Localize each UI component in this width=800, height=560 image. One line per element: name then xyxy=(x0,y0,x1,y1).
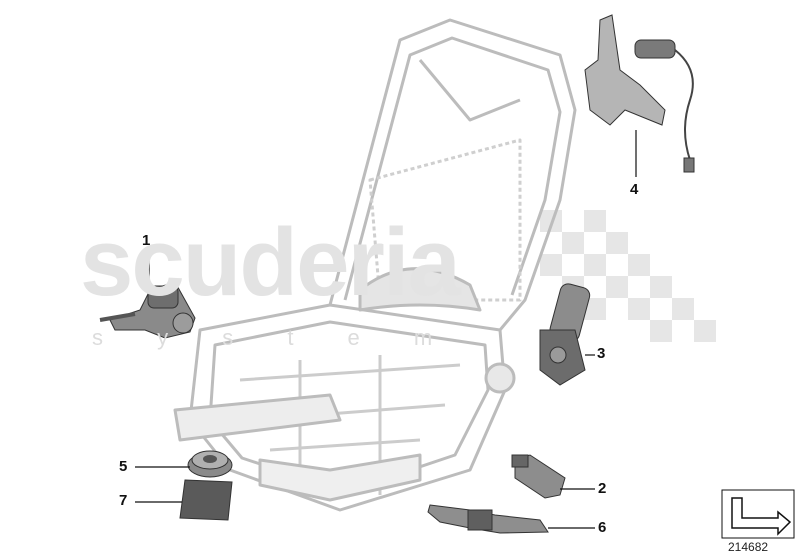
part-2-motor xyxy=(511,454,566,499)
watermark-checker-flag xyxy=(540,210,716,342)
part-3-gear-motor xyxy=(539,283,591,386)
part-4-bracket-motor xyxy=(584,14,695,173)
callout-6[interactable]: 6 xyxy=(598,519,607,536)
watermark-subtitle: s y s t e m xyxy=(92,325,457,350)
callout-7[interactable]: 7 xyxy=(119,492,128,509)
part-1-adjustment-motor xyxy=(99,281,196,339)
seat-frame xyxy=(173,18,577,512)
callout-4[interactable]: 4 xyxy=(630,181,639,198)
callout-1[interactable]: 1 xyxy=(142,232,151,249)
callout-5[interactable]: 5 xyxy=(119,458,128,475)
diagram-id: 214682 xyxy=(728,540,769,554)
orientation-arrow-icon xyxy=(731,497,792,536)
part-6-drive-unit xyxy=(427,504,549,534)
part-7-pad xyxy=(179,479,233,521)
watermark-brand: scuderia xyxy=(80,209,461,316)
diagram-orientation-box xyxy=(721,489,795,539)
callout-3[interactable]: 3 xyxy=(597,345,606,362)
callout-2[interactable]: 2 xyxy=(598,480,607,497)
leader-lines xyxy=(135,130,637,529)
part-5-round-cover xyxy=(187,450,233,478)
